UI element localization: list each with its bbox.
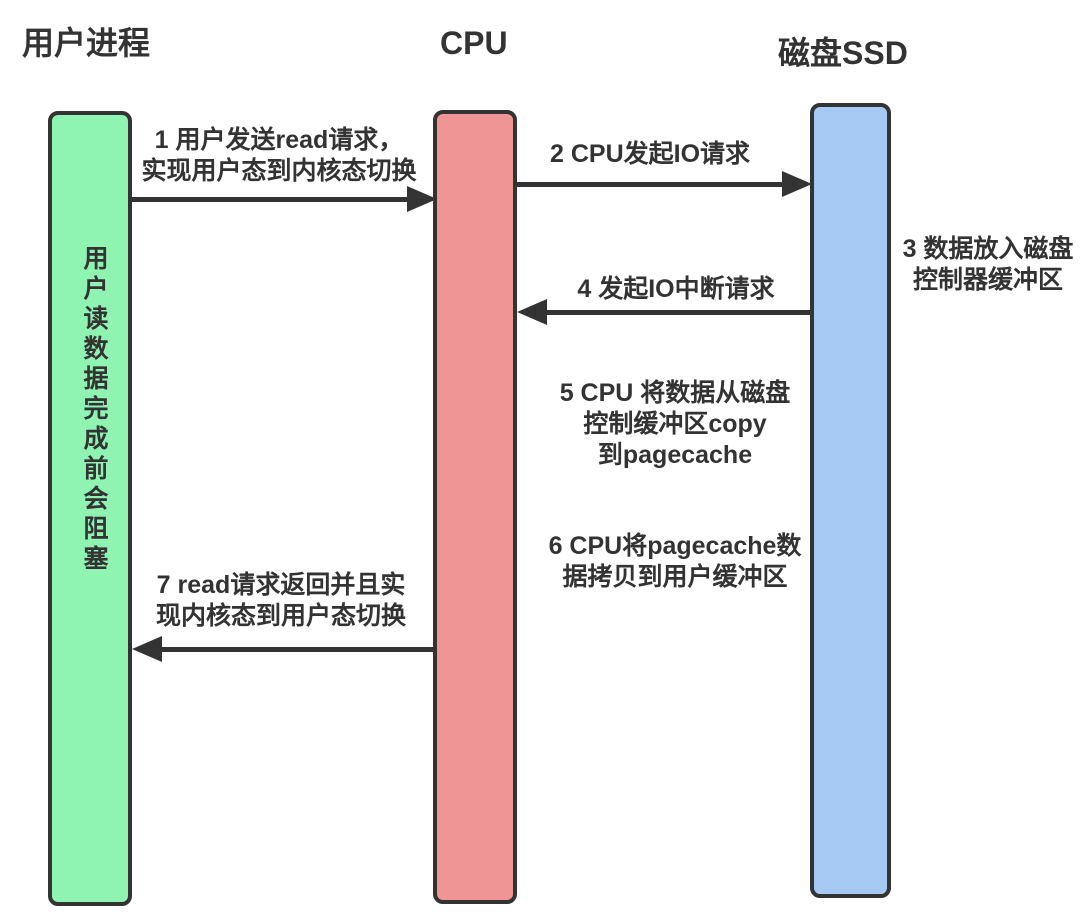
step-6-note: 6 CPU将pagecache数 据拷贝到用户缓冲区: [525, 531, 825, 593]
arrow-step-7-cpu-to-user: [132, 636, 433, 662]
step-1-line-1: 1 用户发送read请求，: [154, 126, 404, 154]
step-3-note: 3 数据放入磁盘 控制器缓冲区: [898, 234, 1078, 296]
step-5-line-1: 5 CPU 将数据从磁盘: [559, 379, 791, 407]
arrow-shaft: [516, 181, 786, 187]
step-7-label: 7 read请求返回并且实 现内核态到用户态切换: [131, 570, 431, 632]
lifeline-disk-ssd: [810, 103, 891, 898]
arrowhead-right-icon: [407, 186, 437, 212]
step-7-line-2: 现内核态到用户态切换: [155, 602, 406, 630]
lifeline-user-process: 用户读数据完成前会阻塞: [48, 111, 132, 906]
step-7-line-1: 7 read请求返回并且实: [156, 571, 406, 599]
step-3-line-2: 控制器缓冲区: [912, 266, 1063, 294]
arrow-shaft: [543, 309, 812, 315]
step-1-label: 1 用户发送read请求， 实现用户态到内核态切换: [128, 125, 430, 187]
arrow-step-1-user-to-cpu: [130, 186, 437, 212]
step-2-label: 2 CPU发起IO请求: [500, 139, 800, 170]
arrow-step-2-cpu-to-disk: [516, 171, 812, 197]
step-2-line-1: 2 CPU发起IO请求: [549, 140, 751, 168]
arrow-shaft: [130, 196, 411, 202]
column-header-cpu: CPU: [440, 25, 508, 61]
lifeline-cpu: [433, 110, 517, 904]
arrow-shaft: [158, 646, 433, 652]
arrowhead-right-icon: [782, 171, 812, 197]
column-header-user-process: 用户进程: [22, 25, 151, 61]
arrow-step-4-disk-to-cpu: [517, 299, 812, 325]
step-5-note: 5 CPU 将数据从磁盘 控制缓冲区copy 到pagecache: [525, 378, 825, 471]
column-header-disk-ssd: 磁盘SSD: [778, 35, 908, 71]
step-1-line-2: 实现用户态到内核态切换: [141, 157, 417, 185]
arrowhead-left-icon: [132, 636, 162, 662]
step-4-line-1: 4 发起IO中断请求: [577, 275, 775, 303]
step-4-label: 4 发起IO中断请求: [526, 274, 826, 305]
step-6-line-1: 6 CPU将pagecache数: [548, 532, 802, 560]
step-3-line-1: 3 数据放入磁盘: [902, 235, 1074, 263]
user-process-blocking-note: 用户读数据完成前会阻塞: [80, 245, 108, 575]
step-6-line-2: 据拷贝到用户缓冲区: [562, 563, 788, 591]
arrowhead-left-icon: [517, 299, 547, 325]
step-5-line-2: 控制缓冲区copy: [583, 410, 767, 438]
step-5-line-3: 到pagecache: [597, 441, 753, 469]
